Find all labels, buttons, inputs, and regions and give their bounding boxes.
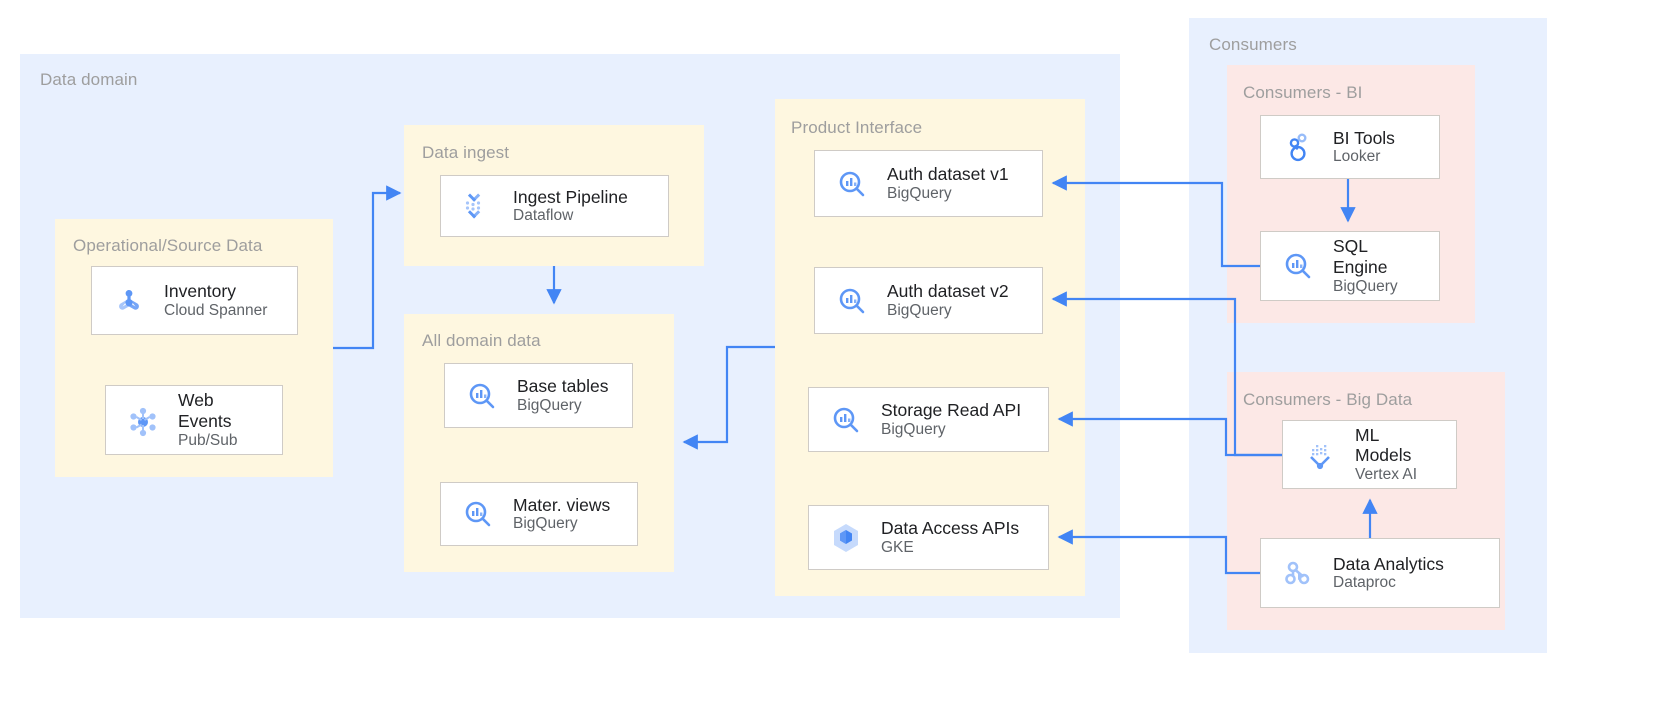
group-operational-source-data-label: Operational/Source Data — [73, 236, 263, 255]
dataflow-icon — [455, 183, 501, 229]
node-data-access-apis[interactable]: Data Access APIs GKE — [808, 505, 1049, 570]
node-auth-dataset-v2-labels: Auth dataset v2 BigQuery — [887, 281, 1009, 320]
node-ingest-pipeline-sub: Dataflow — [513, 207, 574, 225]
node-storage-read-api-labels: Storage Read API BigQuery — [881, 400, 1021, 439]
node-inventory-sub: Cloud Spanner — [164, 301, 268, 319]
node-ml-models-sub: Vertex AI — [1355, 466, 1418, 483]
node-bi-tools-labels: BI Tools Looker — [1333, 128, 1395, 167]
node-storage-read-api-sub: BigQuery — [881, 420, 946, 438]
node-ml-models[interactable]: ML Models Vertex AI — [1282, 420, 1457, 489]
node-auth-dataset-v2[interactable]: Auth dataset v2 BigQuery — [814, 267, 1043, 334]
group-consumers-bi-label: Consumers - BI — [1243, 83, 1363, 102]
node-base-tables[interactable]: Base tables BigQuery — [444, 363, 633, 428]
node-inventory[interactable]: Inventory Cloud Spanner — [91, 266, 298, 335]
node-auth-dataset-v1-title: Auth dataset v1 — [887, 164, 1009, 185]
group-consumers-big-data-label: Consumers - Big Data — [1243, 390, 1413, 409]
bigquery-icon — [823, 397, 869, 443]
node-ingest-pipeline[interactable]: Ingest Pipeline Dataflow — [440, 175, 669, 237]
pubsub-icon — [120, 397, 166, 443]
node-sql-engine-sub: BigQuery — [1333, 277, 1398, 295]
node-base-tables-sub: BigQuery — [517, 396, 582, 414]
node-data-access-apis-labels: Data Access APIs GKE — [881, 518, 1019, 557]
bigquery-icon — [455, 491, 501, 537]
group-all-domain-data-label: All domain data — [422, 331, 541, 350]
node-web-events-labels: Web Events Pub/Sub — [178, 390, 237, 450]
node-mater-views-sub: BigQuery — [513, 515, 578, 533]
node-ingest-pipeline-title: Ingest Pipeline — [513, 186, 628, 207]
node-sql-engine-title: SQL Engine — [1333, 236, 1388, 277]
node-bi-tools-sub: Looker — [1333, 148, 1381, 166]
node-web-events[interactable]: Web Events Pub/Sub — [105, 385, 283, 455]
node-data-access-apis-sub: GKE — [881, 538, 914, 556]
node-web-events-sub: Pub/Sub — [178, 431, 238, 449]
bigquery-icon — [829, 278, 875, 324]
group-data-ingest-label: Data ingest — [422, 143, 510, 162]
group-data-domain-label: Data domain — [40, 70, 138, 89]
node-data-analytics-title: Data Analytics — [1333, 553, 1444, 574]
dataproc-icon — [1275, 550, 1321, 596]
node-auth-dataset-v2-sub: BigQuery — [887, 301, 952, 319]
group-consumers-label: Consumers — [1209, 35, 1297, 54]
node-data-analytics[interactable]: Data Analytics Dataproc — [1260, 538, 1500, 608]
bigquery-icon — [459, 373, 505, 419]
node-auth-dataset-v1[interactable]: Auth dataset v1 BigQuery — [814, 150, 1043, 217]
cloud-spanner-icon — [106, 278, 152, 324]
node-base-tables-labels: Base tables BigQuery — [517, 376, 608, 415]
vertex-ai-icon — [1297, 432, 1343, 478]
node-ingest-pipeline-labels: Ingest Pipeline Dataflow — [513, 187, 628, 226]
node-storage-read-api-title: Storage Read API — [881, 400, 1022, 421]
node-data-analytics-sub: Dataproc — [1333, 574, 1396, 592]
bigquery-icon — [1275, 243, 1321, 289]
node-storage-read-api[interactable]: Storage Read API BigQuery — [808, 387, 1049, 452]
node-bi-tools[interactable]: BI Tools Looker — [1260, 115, 1440, 179]
gke-icon — [823, 515, 869, 561]
bigquery-icon — [829, 161, 875, 207]
looker-icon — [1275, 124, 1321, 170]
node-base-tables-title: Base tables — [517, 376, 609, 397]
node-web-events-title: Web Events — [178, 390, 232, 431]
node-auth-dataset-v1-sub: BigQuery — [887, 184, 952, 202]
node-auth-dataset-v1-labels: Auth dataset v1 BigQuery — [887, 164, 1009, 203]
node-mater-views-title: Mater. views — [513, 494, 611, 515]
node-sql-engine-labels: SQL Engine BigQuery — [1333, 236, 1398, 296]
node-data-access-apis-title: Data Access APIs — [881, 518, 1020, 539]
node-ml-models-labels: ML Models Vertex AI — [1355, 425, 1417, 485]
node-data-analytics-labels: Data Analytics Dataproc — [1333, 554, 1444, 593]
node-mater-views-labels: Mater. views BigQuery — [513, 495, 610, 534]
node-sql-engine[interactable]: SQL Engine BigQuery — [1260, 231, 1440, 301]
group-product-interface-label: Product Interface — [791, 118, 923, 137]
node-mater-views[interactable]: Mater. views BigQuery — [440, 482, 638, 546]
node-ml-models-title: ML Models — [1355, 424, 1412, 466]
node-inventory-labels: Inventory Cloud Spanner — [164, 281, 267, 320]
node-auth-dataset-v2-title: Auth dataset v2 — [887, 281, 1009, 302]
node-inventory-title: Inventory — [164, 281, 236, 302]
node-bi-tools-title: BI Tools — [1333, 127, 1395, 148]
